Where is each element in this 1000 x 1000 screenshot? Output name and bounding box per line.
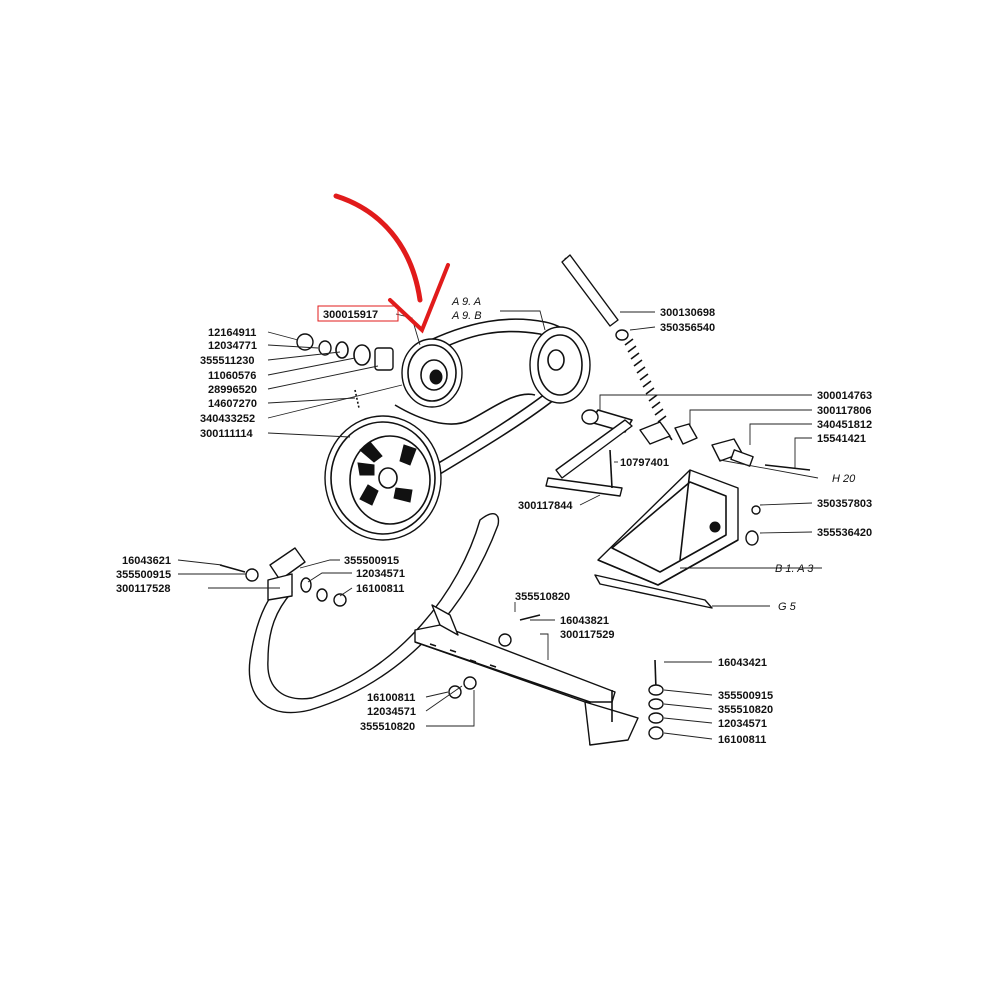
label-14607270: 14607270 bbox=[208, 398, 257, 410]
label-355536420: 355536420 bbox=[817, 527, 872, 539]
lower-frame bbox=[414, 604, 639, 746]
label-355510820-bottom: 355510820 bbox=[360, 721, 415, 733]
highlight-box bbox=[317, 305, 399, 322]
hub-hardware bbox=[296, 333, 394, 409]
label-28996520: 28996520 bbox=[208, 384, 257, 396]
leader-lines bbox=[177, 310, 822, 740]
label-355510820-center: 355510820 bbox=[515, 591, 570, 603]
label-11060576: 11060576 bbox=[208, 370, 256, 382]
label-10797401: 10797401 bbox=[620, 457, 669, 469]
label-350356540: 350356540 bbox=[660, 322, 715, 334]
mounting-bracket bbox=[594, 469, 739, 609]
ref-h20: H 20 bbox=[832, 473, 856, 485]
label-12034571-center: 12034571 bbox=[356, 568, 405, 580]
shaft bbox=[545, 419, 633, 497]
label-340451812: 340451812 bbox=[817, 419, 872, 431]
label-16043821: 16043821 bbox=[560, 615, 609, 627]
label-16043421: 16043421 bbox=[718, 657, 767, 669]
label-12034571-right: 12034571 bbox=[718, 718, 767, 730]
belt-guard bbox=[248, 512, 500, 714]
label-15541421: 15541421 bbox=[817, 433, 866, 445]
upper-right-pulley bbox=[529, 326, 591, 404]
small-pulley bbox=[401, 338, 463, 408]
label-300117528: 300117528 bbox=[116, 583, 170, 595]
label-16100811-bottom: 16100811 bbox=[367, 692, 415, 704]
highlight-arrow bbox=[333, 193, 450, 334]
label-300130698: 300130698 bbox=[660, 307, 715, 319]
label-340433252: 340433252 bbox=[200, 413, 255, 425]
ref-a9b: A 9. B bbox=[451, 310, 482, 322]
ref-b1a3: B 1. A 3 bbox=[775, 563, 814, 575]
label-16100811-right: 16100811 bbox=[718, 734, 766, 746]
ref-g5: G 5 bbox=[778, 601, 797, 613]
labels: 300015917 A 9. A A 9. B 12164911 1203477… bbox=[116, 296, 872, 746]
label-355510820-right: 355510820 bbox=[718, 704, 773, 716]
label-300111114: 300111114 bbox=[200, 428, 254, 440]
label-12034771: 12034771 bbox=[208, 340, 257, 352]
label-16043621: 16043621 bbox=[122, 555, 171, 567]
label-300117844: 300117844 bbox=[518, 500, 573, 512]
label-355500915-left: 355500915 bbox=[116, 569, 171, 581]
label-16100811-center: 16100811 bbox=[356, 583, 404, 595]
large-pulley bbox=[324, 415, 442, 541]
fasteners bbox=[219, 505, 761, 740]
label-12164911: 12164911 bbox=[208, 327, 256, 339]
label-300117529: 300117529 bbox=[560, 629, 614, 641]
label-300014763: 300014763 bbox=[817, 390, 872, 402]
label-355500915-right: 355500915 bbox=[718, 690, 773, 702]
label-355500915-center: 355500915 bbox=[344, 555, 399, 567]
label-12034571-bottom: 12034571 bbox=[367, 706, 416, 718]
tension-bracket bbox=[581, 409, 811, 471]
label-350357803: 350357803 bbox=[817, 498, 872, 510]
ref-a9a: A 9. A bbox=[451, 296, 481, 308]
highlight-part-label: 300015917 bbox=[323, 309, 378, 321]
label-355511230: 355511230 bbox=[200, 355, 254, 367]
label-300117806: 300117806 bbox=[817, 405, 871, 417]
